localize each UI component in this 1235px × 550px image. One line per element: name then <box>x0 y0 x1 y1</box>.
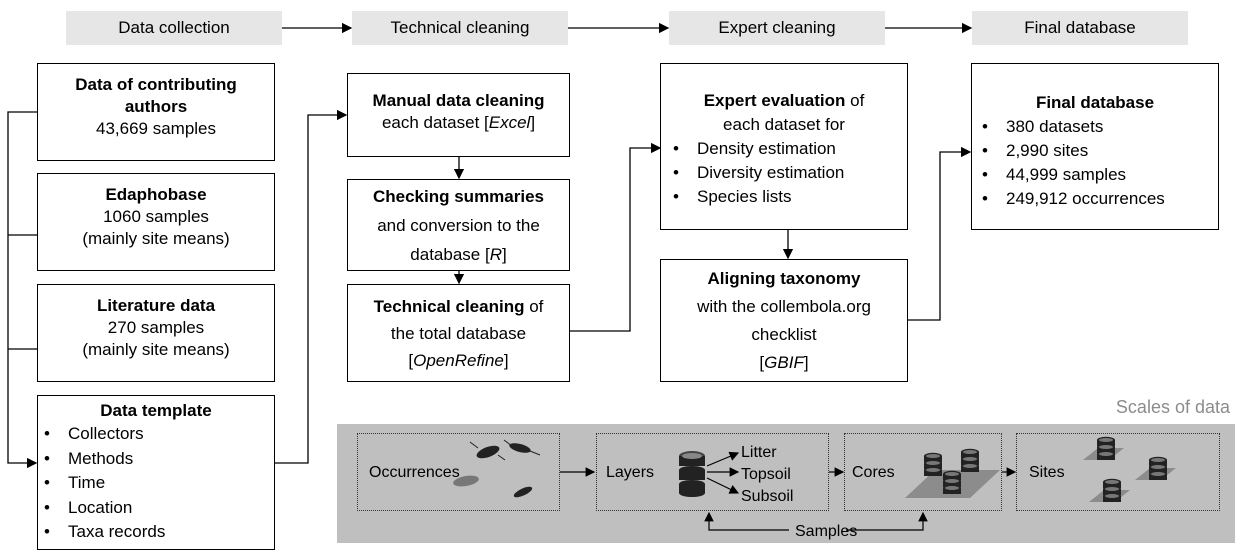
final-item: 2,990 sites <box>976 139 1218 163</box>
stage-header-final-database: Final database <box>972 11 1188 45</box>
final-title: Final database <box>1035 93 1155 112</box>
stage-header-data-collection: Data collection <box>66 11 282 45</box>
label-litter: Litter <box>741 444 777 461</box>
taxonomy-line-4b: ] <box>803 353 809 372</box>
label-samples: Samples <box>795 523 858 540</box>
box-checking-summaries: Checking summaries and conversion to the… <box>347 179 570 271</box>
label-topsoil: Topsoil <box>741 466 791 483</box>
collembola-icons <box>453 439 541 498</box>
tech-cleaning-line-2: the total database <box>390 324 527 343</box>
summaries-line-italic: R <box>489 245 502 264</box>
expert-eval-item: Species lists <box>667 185 907 209</box>
template-item: Time <box>38 471 274 496</box>
box-manual-data-cleaning: Manual data cleaning each dataset [Excel… <box>347 73 570 157</box>
expert-eval-title: Expert evaluation <box>703 91 846 110</box>
edapho-count: 1060 samples <box>103 207 209 226</box>
final-item: 380 datasets <box>976 115 1218 139</box>
contrib-title-2: authors <box>124 97 188 116</box>
tech-cleaning-title: Technical cleaning <box>373 297 525 316</box>
expert-eval-item: Diversity estimation <box>667 161 907 185</box>
box-data-template: Data template Collectors Methods Time Lo… <box>37 395 275 550</box>
scale-box-occurrences <box>357 433 560 511</box>
stage-header-technical-cleaning: Technical cleaning <box>352 11 568 45</box>
manual-line-a: each dataset [ <box>381 113 489 132</box>
contrib-title: Data of contributing <box>75 75 237 94</box>
tech-cleaning-line-italic: OpenRefine <box>413 351 504 370</box>
box-technical-cleaning: Technical cleaning of the total database… <box>347 284 570 382</box>
literature-note: (mainly site means) <box>82 340 230 359</box>
manual-line-b: ] <box>530 113 536 132</box>
box-edaphobase: Edaphobase 1060 samples (mainly site mea… <box>37 173 275 271</box>
template-item: Location <box>38 496 274 521</box>
soil-core-icon <box>679 451 705 497</box>
literature-title: Literature data <box>96 296 216 315</box>
manual-line-italic: Excel <box>488 113 531 132</box>
template-title: Data template <box>100 401 212 420</box>
scale-box-layers <box>596 433 829 511</box>
box-literature-data: Literature data 270 samples (mainly site… <box>37 284 275 382</box>
box-contributing-authors: Data of contributing authors 43,669 samp… <box>37 63 275 161</box>
label-sites: Sites <box>1029 464 1065 481</box>
template-item: Taxa records <box>38 520 274 545</box>
label-subsoil: Subsoil <box>741 488 794 505</box>
box-final-database: Final database 380 datasets 2,990 sites … <box>971 63 1219 230</box>
box-aligning-taxonomy: Aligning taxonomy with the collembola.or… <box>660 259 908 382</box>
final-item: 249,912 occurrences <box>976 187 1218 211</box>
taxonomy-line-italic: GBIF <box>764 353 804 372</box>
taxonomy-title: Aligning taxonomy <box>707 269 861 288</box>
tech-cleaning-line-3a: [ <box>408 351 414 370</box>
summaries-line-3b: ] <box>501 245 507 264</box>
summaries-line-2: and conversion to the <box>377 216 540 235</box>
scale-box-cores <box>844 433 1002 511</box>
tech-cleaning-suffix: of <box>524 297 544 316</box>
edapho-title: Edaphobase <box>105 185 207 204</box>
scales-panel <box>337 424 1235 543</box>
literature-count: 270 samples <box>107 318 205 337</box>
contrib-count: 43,669 samples <box>95 119 217 138</box>
edapho-note: (mainly site means) <box>82 229 230 248</box>
expert-eval-suffix: of <box>845 91 865 110</box>
final-item: 44,999 samples <box>976 163 1218 187</box>
summaries-line-3a: database [ <box>410 245 490 264</box>
label-layers: Layers <box>606 464 655 481</box>
label-occurrences: Occurrences <box>369 464 460 481</box>
sites-icon <box>1083 437 1176 502</box>
scale-box-sites <box>1016 433 1220 511</box>
tech-cleaning-line-3b: ] <box>503 351 509 370</box>
summaries-title: Checking summaries <box>372 187 544 206</box>
template-item: Collectors <box>38 422 274 447</box>
taxonomy-line-4a: [ <box>759 353 765 372</box>
taxonomy-line-3: checklist <box>751 325 817 344</box>
template-item: Methods <box>38 447 274 472</box>
box-expert-evaluation: Expert evaluation of each dataset for De… <box>660 63 908 230</box>
taxonomy-line-2: with the collembola.org <box>697 297 871 316</box>
expert-eval-line-2: each dataset for <box>723 115 845 134</box>
stage-header-expert-cleaning: Expert cleaning <box>669 11 885 45</box>
cores-plot-icon <box>905 449 1000 498</box>
scales-title: Scales of data <box>1115 397 1230 417</box>
label-cores: Cores <box>852 464 895 481</box>
manual-title: Manual data cleaning <box>372 91 545 110</box>
expert-eval-item: Density estimation <box>667 137 907 161</box>
